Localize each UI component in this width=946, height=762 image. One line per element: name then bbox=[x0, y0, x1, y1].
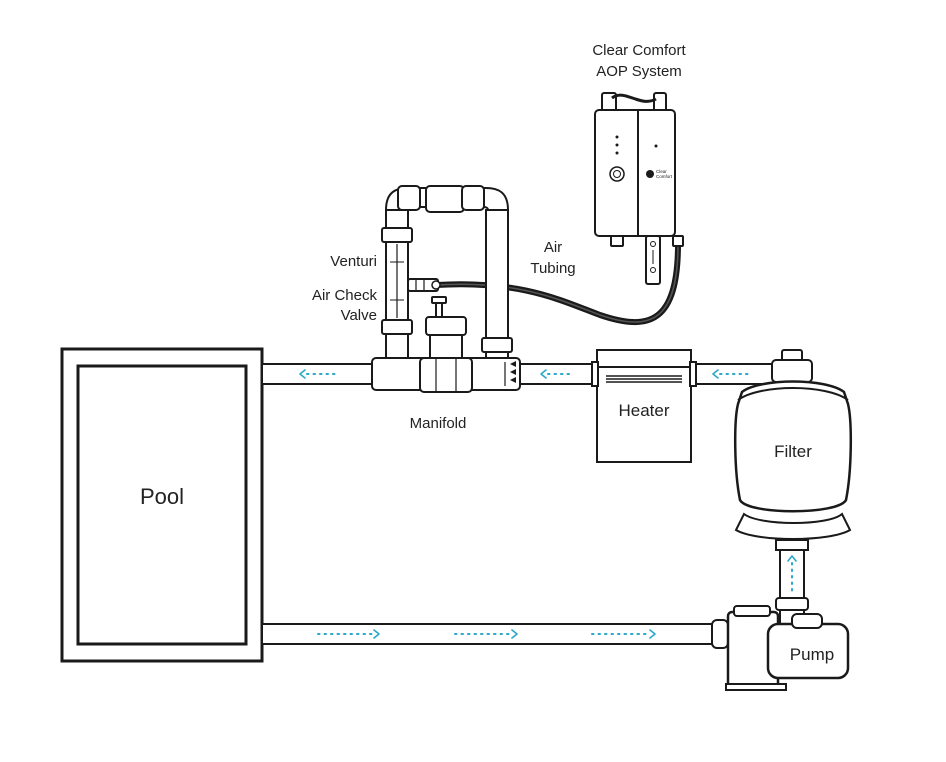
flow-arrows-top bbox=[299, 369, 749, 379]
brand-logo-icon bbox=[646, 170, 654, 178]
heater: Heater bbox=[591, 349, 697, 463]
air-tubing-label-line1: Air bbox=[544, 239, 562, 256]
manifold-label: Manifold bbox=[410, 415, 467, 432]
heater-label: Heater bbox=[618, 401, 669, 420]
venturi-label: Venturi bbox=[330, 253, 377, 270]
aop-title-line1: Clear Comfort bbox=[592, 42, 686, 59]
filter: Filter bbox=[733, 349, 853, 627]
aop-system: Clear Comfort bbox=[594, 92, 684, 285]
manifold bbox=[371, 185, 521, 393]
filter-label: Filter bbox=[774, 442, 812, 461]
brand-name-line1: Clear bbox=[656, 169, 667, 174]
pool-label: Pool bbox=[140, 484, 184, 509]
flow-arrows-bottom bbox=[317, 629, 656, 639]
aop-title-line2: AOP System bbox=[596, 63, 682, 80]
air-check-label-line1: Air Check bbox=[312, 287, 378, 304]
pump: Pump bbox=[725, 605, 850, 691]
brand-name-line2: Comfort bbox=[656, 174, 673, 179]
air-check-label-line2: Valve bbox=[341, 307, 377, 324]
pump-label: Pump bbox=[790, 645, 834, 664]
air-tubing-label-line2: Tubing bbox=[530, 260, 575, 277]
pool: Pool bbox=[60, 347, 264, 663]
flow-arrow-filter-riser bbox=[787, 555, 797, 593]
